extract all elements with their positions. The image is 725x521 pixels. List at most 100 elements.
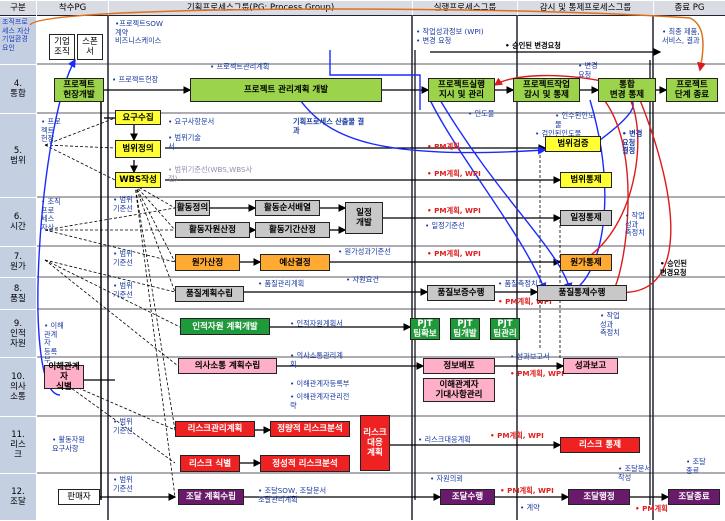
develop-team-box[interactable]: PJT 팀개발 (450, 318, 480, 340)
scope-base-label-1: • 범위 기준선 (113, 195, 133, 213)
control-costs-box[interactable]: 원가통제 (560, 254, 612, 271)
perf-report-label: • 성과보고서 (510, 352, 550, 361)
proc-sow-label: • 조달SOW, 조달문서 조달관리계획 (258, 486, 327, 504)
determine-budget-box[interactable]: 예산결정 (260, 254, 330, 271)
header-closing: 종료 PG (654, 1, 725, 16)
charter-sh-label: • 프로 젝트 헌장 (41, 117, 61, 143)
deliverable-label: • 인도물 (468, 109, 495, 118)
acceptance-label: • 인수된인도 물 (555, 111, 595, 129)
develop-pm-plan-box[interactable]: 프로젝트 관리계획 개발 (190, 78, 382, 102)
estimate-durations-box[interactable]: 활동기간산정 (255, 222, 330, 238)
risk-register-label: • 리스크대응계획 (418, 435, 471, 444)
row-label-scope: 5. 범위 (0, 114, 36, 198)
approved2-label: • 승인된 변경요청 (660, 259, 687, 277)
activity-res-label: • 활동자원 요구사항 (52, 435, 85, 453)
pm-plan-3-label: • PM계획, WPI (427, 206, 481, 215)
monitor-control-box[interactable]: 프로젝트작업 감시 및 통제 (513, 78, 580, 102)
control-risks-box[interactable]: 리스크 통제 (560, 437, 640, 453)
qualitative-risk-box[interactable]: 정성적 리스크분석 (260, 455, 350, 472)
seller-box: 판매자 (58, 489, 100, 505)
asset-label: 조직프로 세스 자산 기업환경 요인 (2, 18, 30, 52)
seller-resp-label: • 자원의뢰 (430, 474, 463, 483)
quantitative-risk-box[interactable]: 정량적 리스크분석 (270, 421, 350, 437)
conduct-procurement-box[interactable]: 조달수행 (440, 489, 495, 505)
charter-in-label: • 프로젝트헌장 (112, 75, 159, 84)
cost-base-label: • 원가성과기준선 (338, 247, 391, 256)
acquire-team-box[interactable]: PJT 팀확보 (410, 318, 440, 340)
row-label-cost: 7. 원가 (0, 247, 36, 278)
work-perf-label: • 작업성과정보 (WPI) • 변경 요청 (416, 27, 484, 45)
scope-base-label-2: • 범위 기준선 (113, 249, 133, 267)
comm-plan-out-label: • 의사소통관리계 획 (290, 351, 343, 369)
administer-procurement-box[interactable]: 조달행정 (568, 489, 630, 505)
plan-communications-box[interactable]: 의사소통 계획수립 (178, 358, 277, 374)
row-label-quality: 8. 품질 (0, 278, 36, 310)
hr-plan-out-label: • 인적자원계획서 (290, 319, 343, 328)
report-performance-box[interactable]: 성과보고 (563, 358, 618, 374)
verify-scope-box[interactable]: 범위검증 (545, 136, 601, 152)
collect-requirements-box[interactable]: 요구수집 (115, 110, 161, 125)
define-activities-box[interactable]: 활동정의 (175, 200, 210, 216)
pm-plan-2-label: • PM계획, WPI (427, 169, 481, 178)
pm-plan-1-label: • PM계획 (427, 142, 460, 151)
proc-close-out-label: • 조달 종료 (686, 457, 706, 475)
identify-stakeholders-box[interactable]: 이해관계자 식별 (44, 362, 84, 392)
approved-change-label: • 승인된 변경요청 (505, 41, 561, 50)
schedule-base-label: • 일정기준선 (425, 221, 465, 230)
header-category: 구분 (0, 1, 36, 16)
integrated-change-box[interactable]: 통합 변경 통제 (598, 78, 656, 102)
control-scope-box[interactable]: 범위통제 (560, 172, 612, 188)
define-scope-box[interactable]: 범위정의 (115, 140, 161, 158)
sequence-activities-box[interactable]: 활동순서배열 (255, 200, 320, 216)
close-procurement-box[interactable]: 조달종료 (668, 489, 720, 505)
direct-manage-box[interactable]: 프로젝트실행 지시 및 관리 (428, 78, 495, 102)
sh-register-label: • 이해관계자등록부 (290, 379, 350, 388)
scope-base-label-3: • 범위 기준선 (113, 281, 133, 299)
create-wbs-box[interactable]: WBS작성 (115, 172, 161, 188)
plan-procurement-box[interactable]: 조달 계획수립 (178, 489, 244, 505)
row-label-time: 6. 시간 (0, 198, 36, 247)
develop-charter-box[interactable]: 프로젝트 헌장개발 (54, 78, 104, 102)
quality-assurance-box[interactable]: 품질보증수행 (427, 285, 495, 301)
develop-schedule-box[interactable]: 일정 개발 (345, 202, 383, 234)
hr-plan-box[interactable]: 인적자원 계획개발 (180, 318, 270, 335)
scope-base-label-5: • 범위 기준선 (113, 475, 133, 493)
org-box-enterprise: 기업 조직 (49, 34, 75, 60)
header-initiating: 착수PG (37, 1, 108, 16)
header-executing: 실행프로세스그룹 (413, 1, 517, 16)
sow-label: •프로젝트SOW 계약 비즈니스케이스 (115, 19, 164, 45)
pm-plan-4-label: • PM계획, WPI (427, 249, 481, 258)
distribute-info-box[interactable]: 정보배포 (423, 358, 495, 374)
resource-req-label: • 자원요건 (346, 275, 379, 284)
sh-req-label: • 이해 관계 자 등록 부 (44, 321, 64, 364)
scope-baseline-label: • 범위기준선(WBS,WBS사 전) (168, 165, 253, 183)
final-product-label: • 최종 제품, 서비스, 결과 (662, 27, 700, 45)
asset2-label: • 조직 프로 세스 자산 (41, 197, 61, 232)
pm-plan-8-label: • PM계획, WPI (500, 486, 554, 495)
pm-plan-7-label: • PM계획, WPI (490, 431, 544, 440)
manage-team-box[interactable]: PJT 팀관리 (490, 318, 520, 340)
row-label-procurement: 12. 조달 (0, 474, 36, 521)
plan-docs-label: 기획프로세스 산출물 결 과 (293, 117, 365, 135)
row-label-integration: 4. 통합 (0, 65, 36, 114)
quality-metric-label: • 품질측정치 (498, 279, 538, 288)
quality-control-box[interactable]: 품질통제수행 (537, 285, 627, 301)
row-label-communication: 10. 의사 소통 (0, 358, 36, 417)
row-label-hr: 9. 인적 자원 (0, 310, 36, 358)
identify-risks-box[interactable]: 리스크 식별 (180, 455, 240, 472)
manage-expectations-box[interactable]: 이해관계자 기대사항관리 (423, 378, 495, 402)
scope-stmt-label: • 범위기술 서 (168, 133, 201, 151)
control-schedule-box[interactable]: 일정통제 (560, 210, 612, 226)
pm-plan-5-label: • PM계획, WPI (498, 297, 552, 306)
estimate-costs-box[interactable]: 원가산정 (175, 254, 240, 271)
estimate-resources-box[interactable]: 활동자원산정 (175, 222, 250, 238)
close-phase-box[interactable]: 프로젝트 단계 종료 (666, 78, 718, 102)
req-doc-label: • 요구사항문서 (168, 117, 215, 126)
sh-strategy-label: • 이해관계자관리전 략 (290, 392, 350, 410)
risk-response-box[interactable]: 리스크 대응 계획 (360, 415, 390, 471)
row-label-risk: 11. 리스 크 (0, 417, 36, 474)
plan-risk-box[interactable]: 리스크관리계획 (175, 421, 255, 437)
plan-quality-box[interactable]: 품질계획수립 (175, 286, 244, 302)
